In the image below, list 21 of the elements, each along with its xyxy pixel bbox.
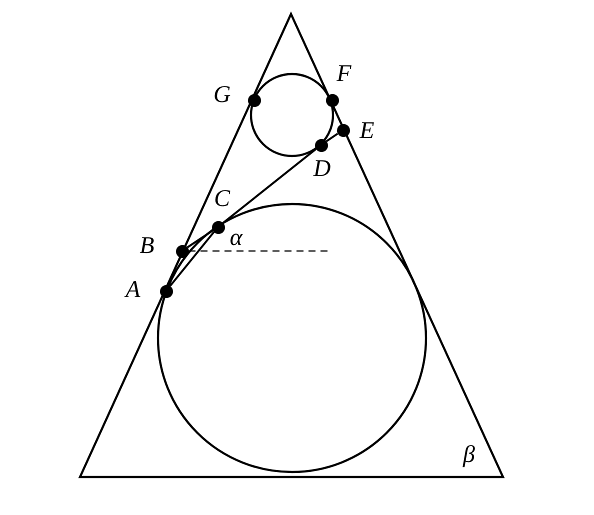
dashed-line [188,250,330,252]
point-dot [212,220,224,234]
point-label: F [336,62,352,86]
point-dot [336,124,350,136]
line-segment [326,132,338,142]
point-dot [160,284,172,298]
point-label: B [140,234,154,258]
point-dot [314,138,328,152]
angle-label: α [230,226,242,250]
point-label: G [213,83,231,107]
angle-label: β [463,443,475,467]
point-label: A [126,278,140,302]
line-segment [169,231,215,287]
point-label: E [360,119,374,143]
point-dot [176,244,188,258]
line-segment [222,148,317,224]
point-dot [326,94,338,106]
line-segment [186,230,214,248]
point-label: C [214,187,230,211]
point-dot [248,94,260,106]
point-label: D [313,157,331,181]
